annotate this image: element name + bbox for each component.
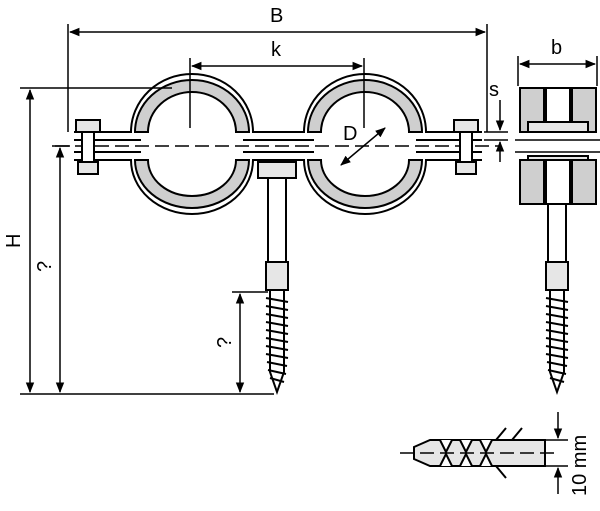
wall-dowel <box>400 427 555 479</box>
left-bolt-head <box>75 119 101 133</box>
right-bolt-nut <box>455 161 477 175</box>
label-overall-width: B <box>270 5 283 27</box>
dim-d-diameter <box>340 127 386 166</box>
dimension-lines <box>20 24 598 494</box>
right-liner-lower <box>306 159 424 209</box>
band-upper <box>74 73 482 133</box>
side-view-clamp <box>515 87 600 396</box>
right-liner-upper <box>306 79 424 133</box>
threaded-rod <box>267 177 287 269</box>
label-center-distance: k <box>271 39 282 61</box>
rod-coupler <box>265 261 289 291</box>
label-overall-height: H <box>3 234 25 248</box>
label-clamp-width: b <box>551 37 562 59</box>
label-band-thickness: s <box>489 79 499 101</box>
label-height-unknown: ? <box>34 261 56 272</box>
front-view-clamp <box>55 73 500 396</box>
label-pipe-diameter: D <box>343 123 357 145</box>
label-dowel-size: 10 mm <box>569 435 591 496</box>
label-screw-length-unknown: ? <box>214 337 236 348</box>
center-nut <box>257 161 297 179</box>
right-bolt-head <box>453 119 479 133</box>
left-liner-lower <box>133 159 251 209</box>
left-bolt-nut <box>77 161 99 175</box>
